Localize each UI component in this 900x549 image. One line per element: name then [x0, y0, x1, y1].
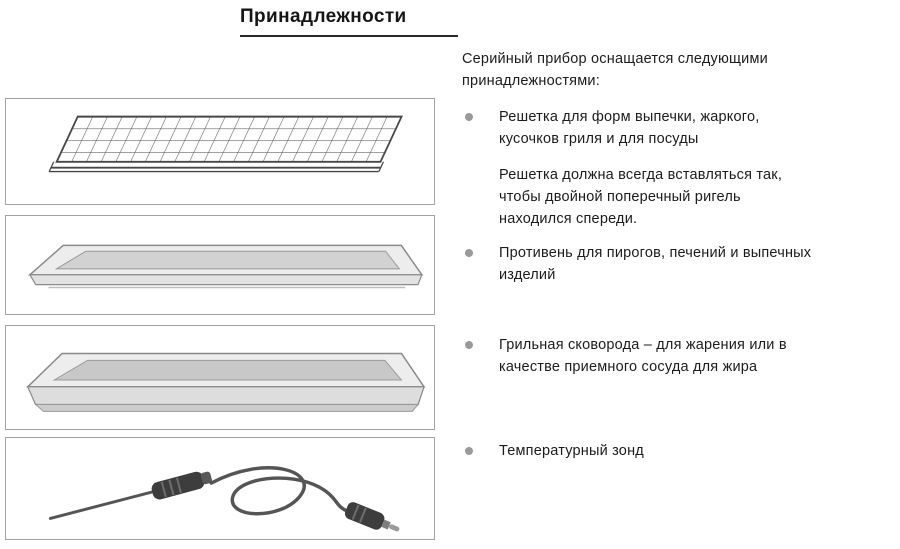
wire-rack-image: [48, 115, 403, 173]
accessory-item-baking-tray: Противень для пирогов, печений и выпечны…: [462, 242, 867, 286]
bullet-icon: [465, 113, 473, 121]
page-title: Принадлежности: [240, 6, 458, 37]
rack-insert-note: Решетка должна всегда вставляться так, ч…: [499, 167, 783, 227]
figure-box-baking-tray: [5, 215, 435, 315]
bullet-icon: [465, 249, 473, 257]
baking-tray-image: [27, 244, 424, 289]
figure-box-temperature-probe: [5, 437, 435, 540]
temperature-probe-image: [48, 466, 400, 532]
figure-box-grill-pan: [5, 325, 435, 430]
figure-box-wire-rack: [5, 98, 435, 205]
accessory-item-label: Грильная сковорода – для жарения или в к…: [499, 337, 787, 375]
intro-text: Серийный прибор оснащается следующими пр…: [462, 51, 768, 89]
accessory-item-grill-pan: Грильная сковорода – для жарения или в к…: [462, 334, 867, 378]
accessory-item-label: Решетка для форм выпечки, жаркого, кусоч…: [499, 109, 760, 147]
accessory-item-label: Противень для пирогов, печений и выпечны…: [499, 245, 812, 283]
accessory-item-wire-rack: Решетка для форм выпечки, жаркого, кусоч…: [462, 106, 867, 150]
bullet-icon: [465, 341, 473, 349]
bullet-icon: [465, 447, 473, 455]
grill-pan-image: [25, 352, 426, 412]
accessory-item-temperature-probe: Температурный зонд: [462, 440, 867, 462]
accessory-item-label: Температурный зонд: [499, 443, 644, 459]
